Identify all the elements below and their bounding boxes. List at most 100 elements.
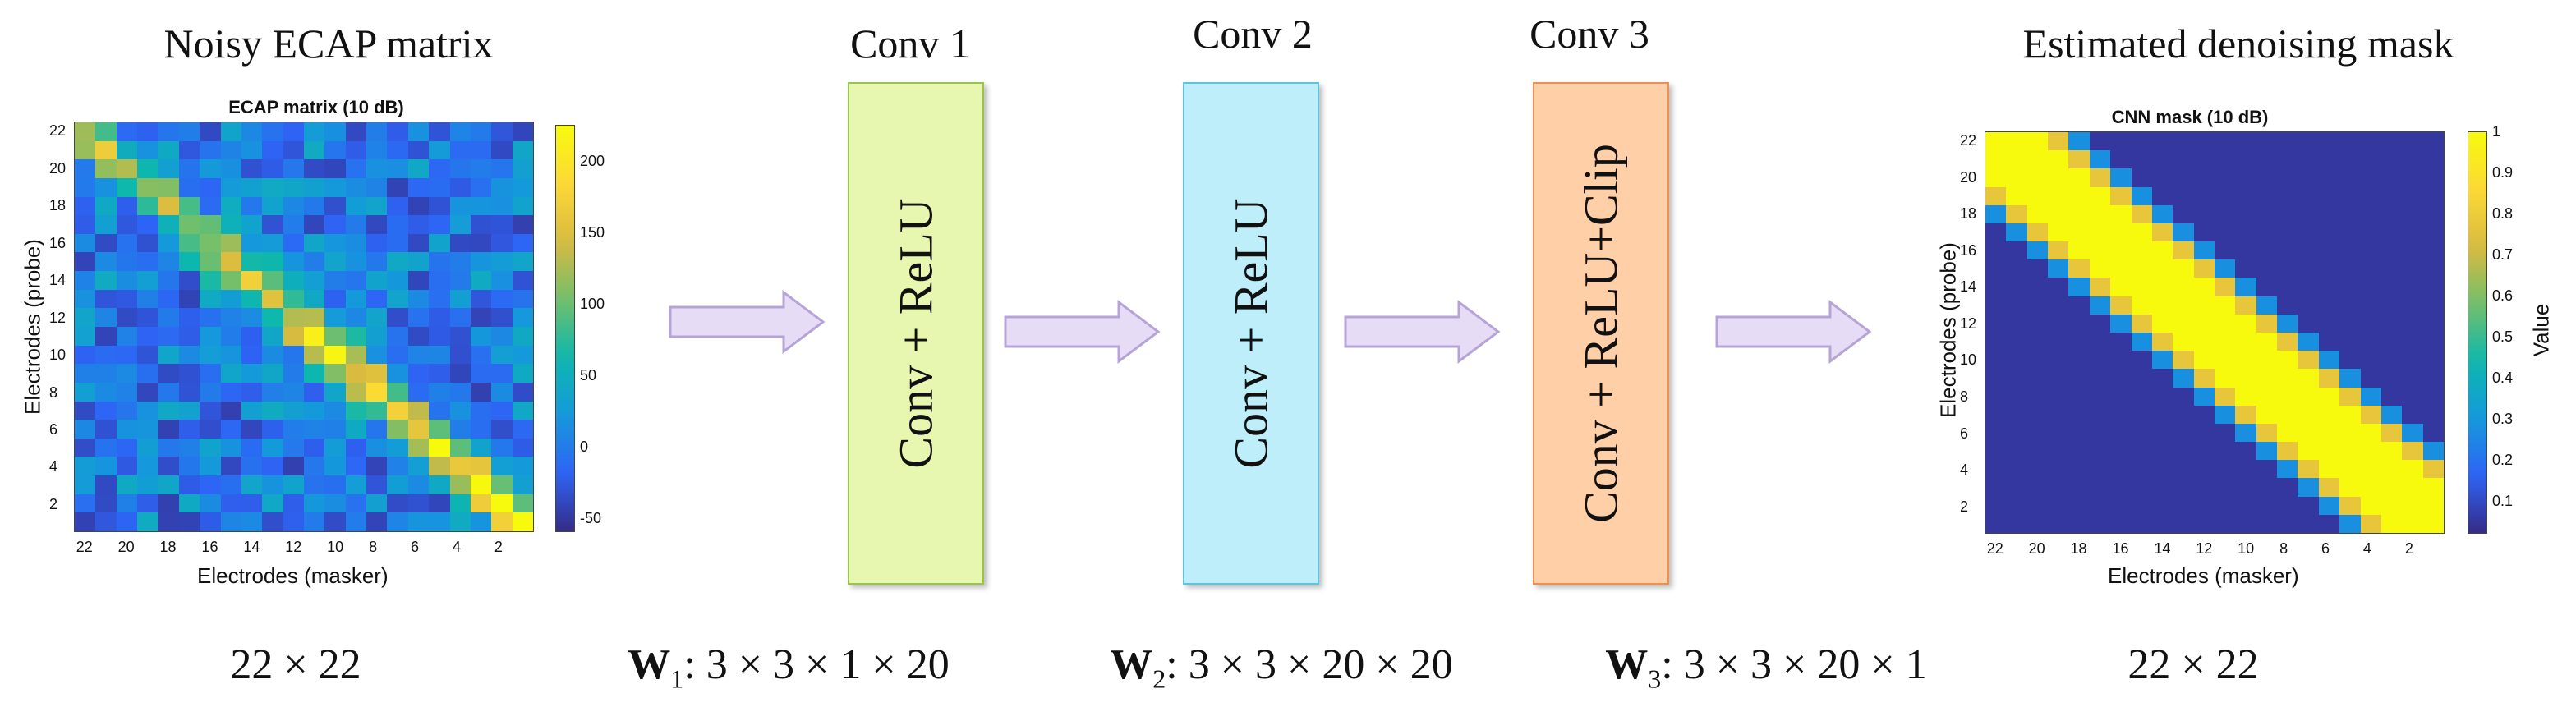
heatmap-cell xyxy=(95,271,117,290)
heatmap-cell xyxy=(512,252,533,272)
heatmap-cell xyxy=(2173,387,2194,406)
heatmap-cell xyxy=(2151,259,2174,278)
heatmap-cell xyxy=(2298,514,2319,533)
heatmap-cell xyxy=(407,327,430,346)
heatmap-cell xyxy=(2380,442,2403,461)
heatmap-cell xyxy=(2026,278,2049,296)
heatmap-cell xyxy=(2173,496,2194,515)
heatmap-cell xyxy=(366,438,388,457)
heatmap-cell xyxy=(2380,259,2403,278)
heatmap-cell xyxy=(2360,150,2381,169)
heatmap-cell xyxy=(2298,204,2319,223)
colorbar-tick-label: 0.6 xyxy=(2492,287,2514,304)
heatmap-cell xyxy=(283,271,304,290)
heatmap-cell xyxy=(2131,186,2152,205)
heatmap-cell xyxy=(2068,442,2090,461)
heatmap-cell xyxy=(241,438,263,457)
heatmap-cell xyxy=(137,457,159,476)
heatmap-cell xyxy=(178,438,200,457)
heatmap-cell xyxy=(137,512,159,531)
heatmap-cell xyxy=(345,457,367,476)
heatmap-cell xyxy=(303,420,325,439)
heatmap-cell xyxy=(324,271,346,290)
heatmap-cell xyxy=(200,457,221,476)
heatmap-cell xyxy=(2026,296,2049,315)
heatmap-cell xyxy=(470,177,492,197)
heatmap-cell xyxy=(2422,204,2444,223)
heatmap-cell xyxy=(407,345,430,365)
heatmap-cell xyxy=(262,252,283,272)
heatmap-cell xyxy=(449,364,471,383)
heatmap-cell xyxy=(303,271,325,290)
heatmap-cell xyxy=(429,159,450,178)
heatmap-cell xyxy=(137,438,159,457)
heatmap-cell xyxy=(200,382,221,402)
heatmap-cell xyxy=(137,159,159,178)
heatmap-cell xyxy=(2193,314,2215,333)
heatmap-cell xyxy=(2402,278,2423,296)
heatmap-cell xyxy=(75,327,96,346)
heatmap-cell xyxy=(449,271,471,290)
heatmap-cell xyxy=(2422,241,2444,260)
heatmap-cell xyxy=(491,327,513,346)
heatmap-cell xyxy=(2068,423,2090,443)
heatmap-cell xyxy=(95,327,117,346)
heatmap-cell xyxy=(220,420,242,439)
heatmap-cell xyxy=(324,438,346,457)
heatmap-cell xyxy=(2048,369,2069,388)
heatmap-cell xyxy=(2298,168,2319,187)
heatmap-cell xyxy=(387,512,408,531)
heatmap-cell xyxy=(2402,442,2423,461)
heatmap-cell xyxy=(366,475,388,494)
heatmap-cell xyxy=(366,364,388,383)
heatmap-cell xyxy=(2131,168,2152,187)
heatmap-cell xyxy=(241,252,263,272)
heatmap-cell xyxy=(2048,332,2069,351)
heatmap-cell xyxy=(2256,369,2278,388)
heatmap-cell xyxy=(2339,460,2361,479)
heatmap-cell xyxy=(2256,132,2278,151)
heatmap-cell xyxy=(345,289,367,309)
heatmap-cell xyxy=(512,289,533,309)
heatmap-cell xyxy=(2110,478,2132,497)
heatmap-cell xyxy=(387,401,408,420)
heatmap-cell xyxy=(470,252,492,272)
heatmap-cell xyxy=(512,327,533,346)
heatmap-cell xyxy=(429,364,450,383)
heatmap-cell xyxy=(2110,496,2132,515)
heatmap-cell xyxy=(324,345,346,365)
heatmap-cell xyxy=(491,475,513,494)
heatmap-cell xyxy=(2339,278,2361,296)
heatmap-cell xyxy=(2298,442,2319,461)
heatmap-cell xyxy=(2277,460,2298,479)
heatmap-cell xyxy=(2089,478,2111,497)
colorbar-tick-label: 0 xyxy=(580,438,589,455)
heatmap-cell xyxy=(2360,132,2381,151)
heatmap-cell xyxy=(158,252,179,272)
heatmap-cell xyxy=(2380,332,2403,351)
heatmap-cell xyxy=(387,289,408,309)
colorbar-tick-label: -50 xyxy=(580,509,602,526)
heatmap-cell xyxy=(512,271,533,290)
heatmap-cell xyxy=(2006,204,2027,223)
heatmap-cell xyxy=(2068,351,2090,370)
heatmap-cell xyxy=(178,327,200,346)
heatmap-cell xyxy=(178,308,200,327)
heatmap-cell xyxy=(158,457,179,476)
heatmap-cell xyxy=(2318,132,2340,151)
heatmap-cell xyxy=(2006,351,2027,370)
heatmap-cell xyxy=(137,122,159,141)
heatmap-cell xyxy=(2068,186,2090,205)
conv2-label: Conv + ReLU xyxy=(1224,198,1278,469)
heatmap-cell xyxy=(491,364,513,383)
heatmap-cell xyxy=(345,271,367,290)
heatmap-cell xyxy=(324,364,346,383)
arrow-right-icon xyxy=(669,290,826,354)
heatmap-cell xyxy=(2235,460,2256,479)
heatmap-cell xyxy=(2131,241,2152,260)
heatmap-cell xyxy=(137,327,159,346)
heatmap-cell xyxy=(2256,332,2278,351)
heatmap-cell xyxy=(512,401,533,420)
heatmap-cell xyxy=(283,345,304,365)
heatmap-cell xyxy=(2068,150,2090,169)
